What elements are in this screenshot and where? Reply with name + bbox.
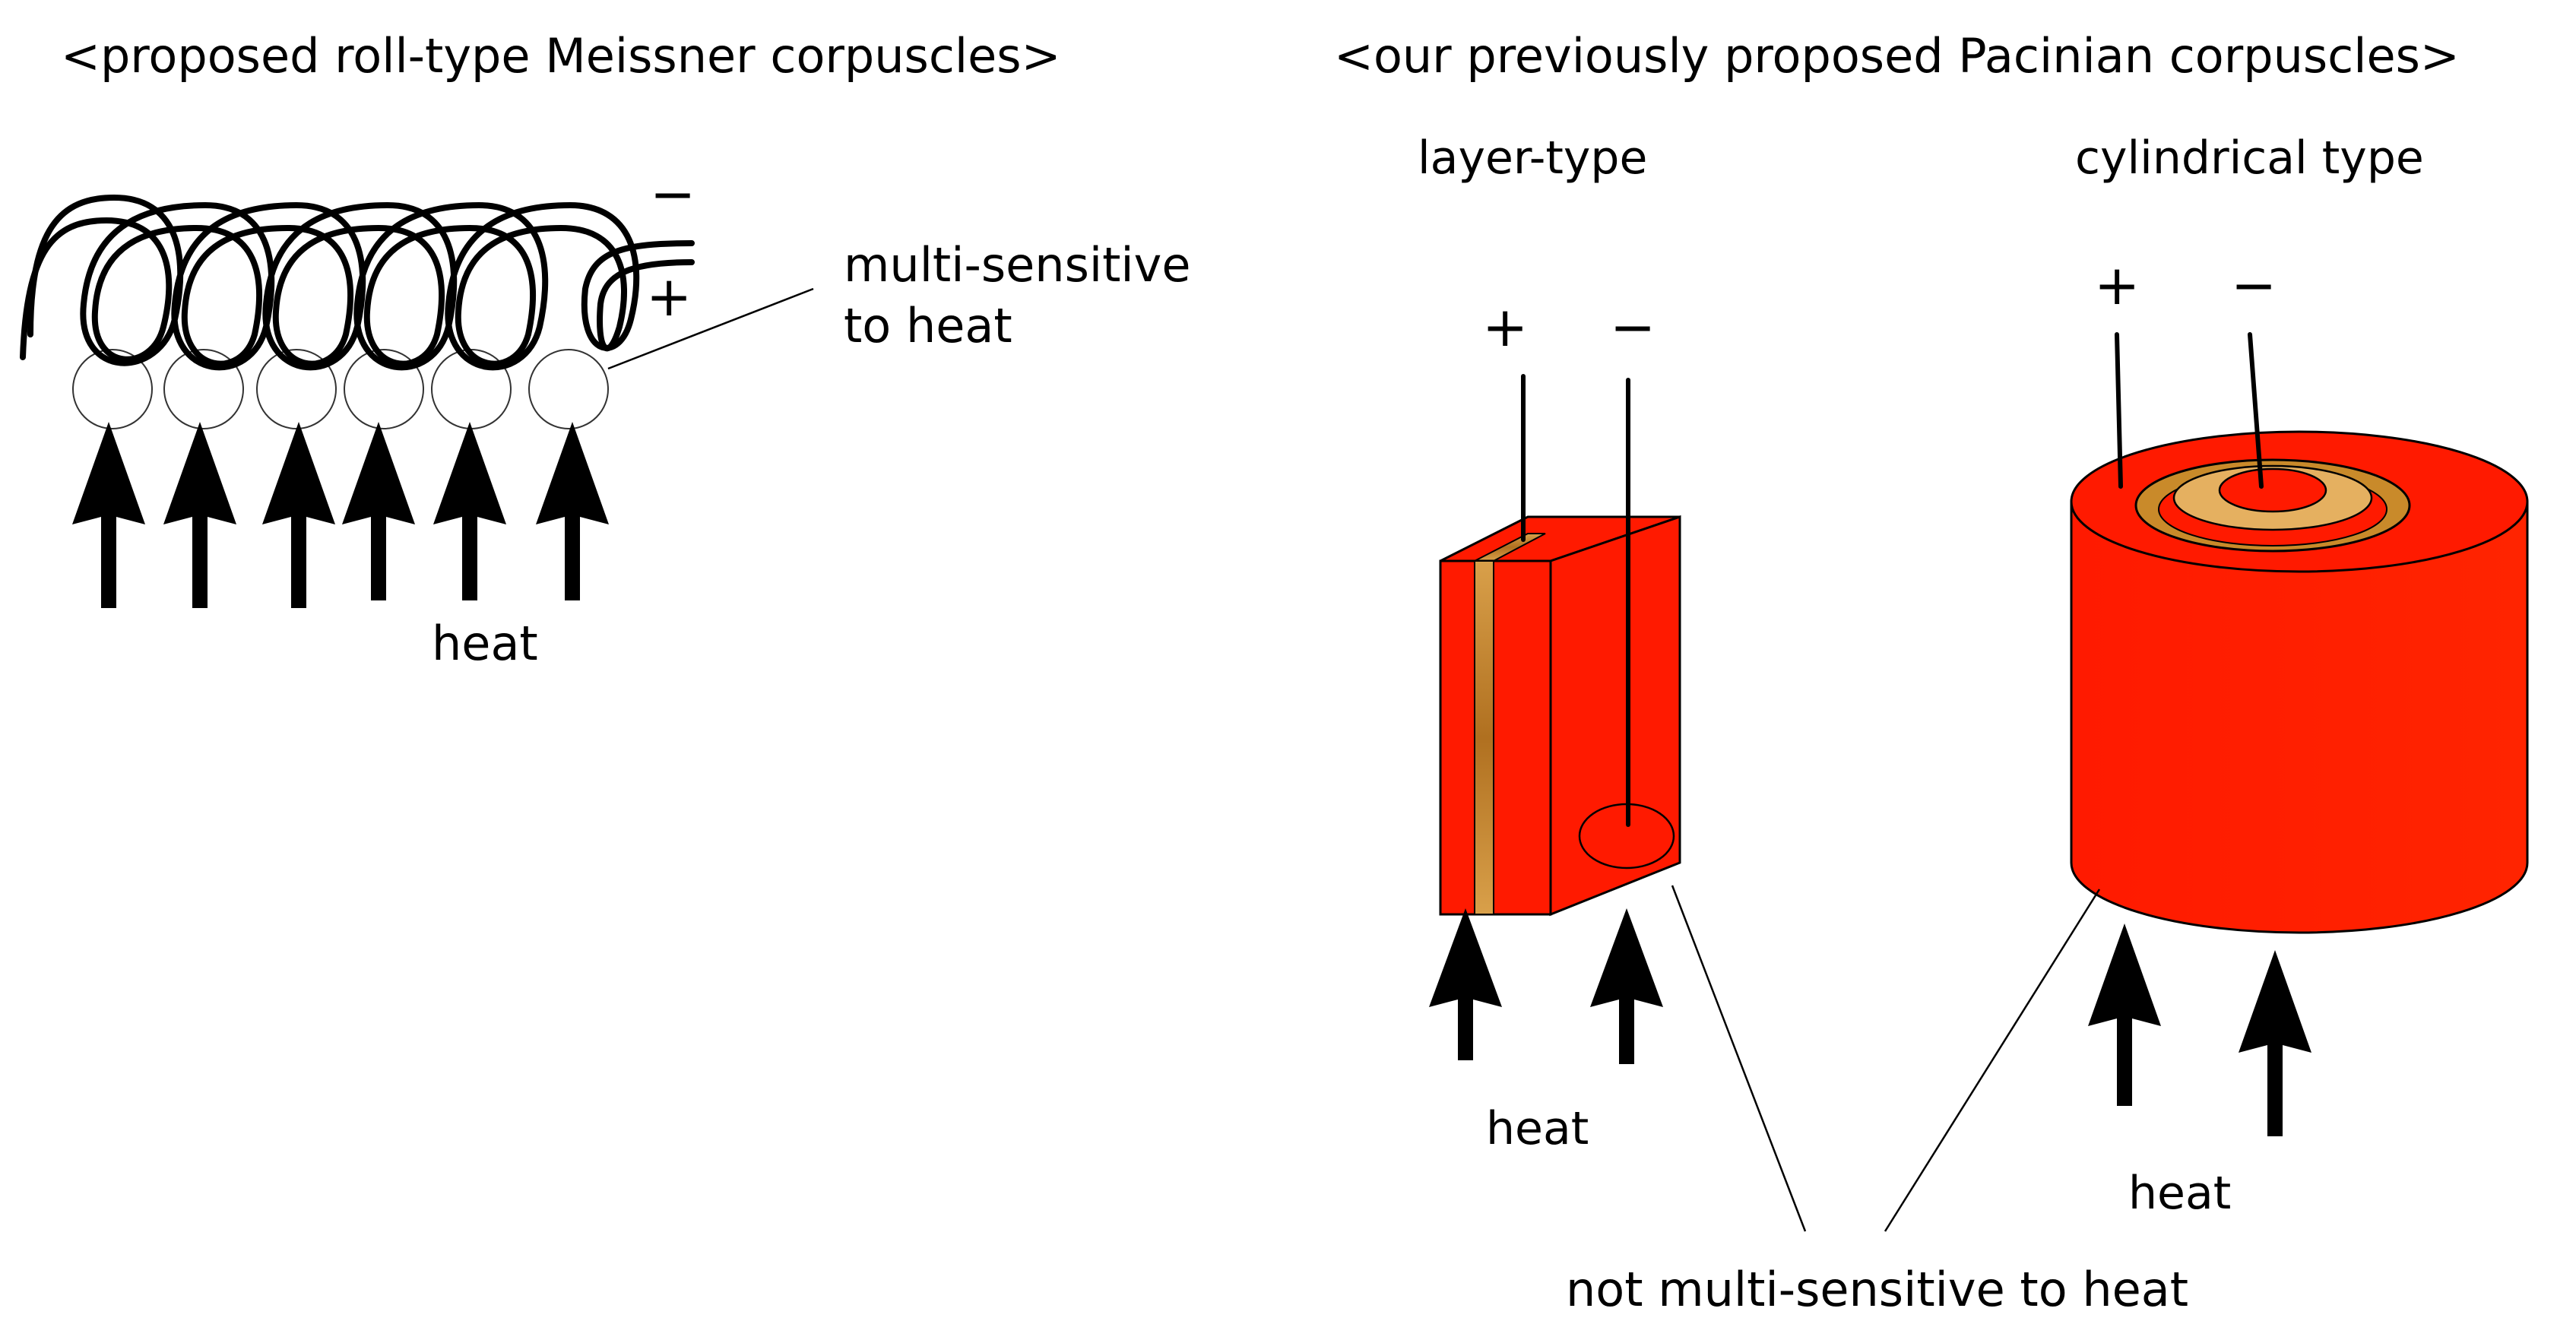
up-arrow-icon [433, 422, 506, 600]
sensor-circle [72, 349, 153, 429]
cylindrical-type-label: cylindrical type [2075, 131, 2424, 185]
right-panel-title: <our previously proposed Pacinian corpus… [1334, 28, 2460, 84]
left-panel: <proposed roll-type Meissner corpuscles>… [20, 28, 1190, 671]
up-arrow-icon [1429, 908, 1502, 1060]
cyl-minus-sign: − [2231, 253, 2277, 317]
left-plus-sign: + [646, 265, 692, 328]
multi-sensitive-label-line1: multi-sensitive [844, 237, 1190, 293]
cyl-plus-sign: + [2094, 253, 2140, 317]
cylindrical-type-sensor: cylindrical type + − heat [2070, 131, 2529, 1220]
layer-minus-sign: − [1610, 295, 1656, 359]
coil-spring-icon [20, 194, 695, 371]
up-arrow-icon [2239, 950, 2311, 1136]
sensor-circle [528, 349, 609, 429]
cylinder-core [2218, 467, 2327, 513]
up-arrow-icon [2088, 923, 2161, 1106]
layer-heat-label: heat [1486, 1102, 1589, 1155]
layer-type-label: layer-type [1418, 131, 1647, 185]
up-arrow-icon [342, 422, 415, 600]
left-panel-title: <proposed roll-type Meissner corpuscles> [61, 28, 1061, 84]
cyl-callout-leader [1884, 889, 2101, 1232]
layer-plus-sign: + [1482, 295, 1528, 359]
up-arrow-icon [163, 422, 236, 608]
right-panel: <our previously proposed Pacinian corpus… [1334, 28, 2529, 1317]
callout-leader-line [607, 287, 814, 370]
not-multi-sensitive-label: not multi-sensitive to heat [1566, 1262, 2188, 1317]
left-heat-label: heat [432, 616, 538, 671]
layer-block-gold-layer [1474, 560, 1494, 915]
layer-block-front [1439, 559, 1552, 916]
layer-type-sensor: layer-type + − heat [1418, 131, 1681, 1155]
layer-callout-leader [1671, 885, 1807, 1232]
multi-sensitive-label-line2: to heat [844, 298, 1012, 353]
cyl-minus-wire [2248, 332, 2264, 489]
left-heat-arrows [72, 422, 609, 608]
up-arrow-icon [262, 422, 335, 608]
sensor-circles [72, 349, 609, 429]
cyl-heat-label: heat [2128, 1167, 2231, 1220]
up-arrow-icon [72, 422, 145, 608]
left-minus-sign: − [650, 162, 695, 226]
up-arrow-icon [536, 422, 609, 600]
cyl-plus-wire [2115, 332, 2123, 489]
up-arrow-icon [1590, 908, 1663, 1064]
